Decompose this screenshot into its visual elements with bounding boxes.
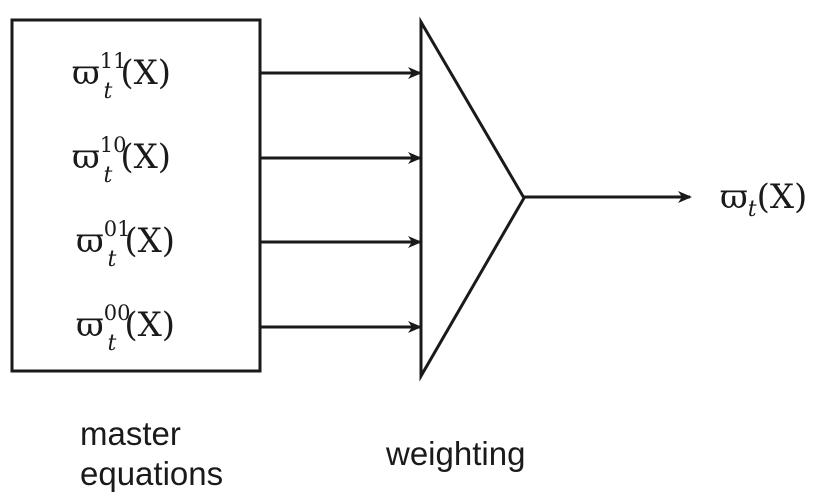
master-equations-box: [10, 18, 262, 373]
output-expression: ϖt(X): [720, 177, 807, 222]
weighting-triangle: [419, 16, 526, 382]
caption-weighting: weighting: [385, 435, 525, 472]
caption-master-equations: master equations: [80, 415, 223, 492]
